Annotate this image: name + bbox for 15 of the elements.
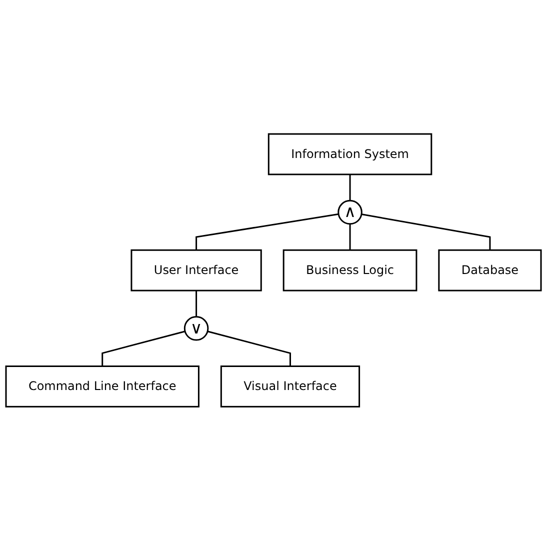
node-box: Business Logic	[282, 249, 418, 291]
node-box: Visual Interface	[220, 365, 360, 408]
node-box: Information System	[268, 132, 432, 175]
node-circle: ∧	[338, 200, 362, 224]
node-box: Database	[438, 249, 542, 291]
node-box: User Interface	[130, 249, 262, 291]
connector	[196, 213, 339, 250]
connector	[361, 213, 491, 250]
connector	[196, 290, 198, 316]
connector	[349, 224, 351, 250]
node-box: Command Line Interface	[5, 365, 200, 408]
connector	[207, 330, 291, 366]
connector	[349, 174, 351, 200]
node-circle: ∨	[184, 316, 209, 340]
connector	[102, 330, 186, 366]
